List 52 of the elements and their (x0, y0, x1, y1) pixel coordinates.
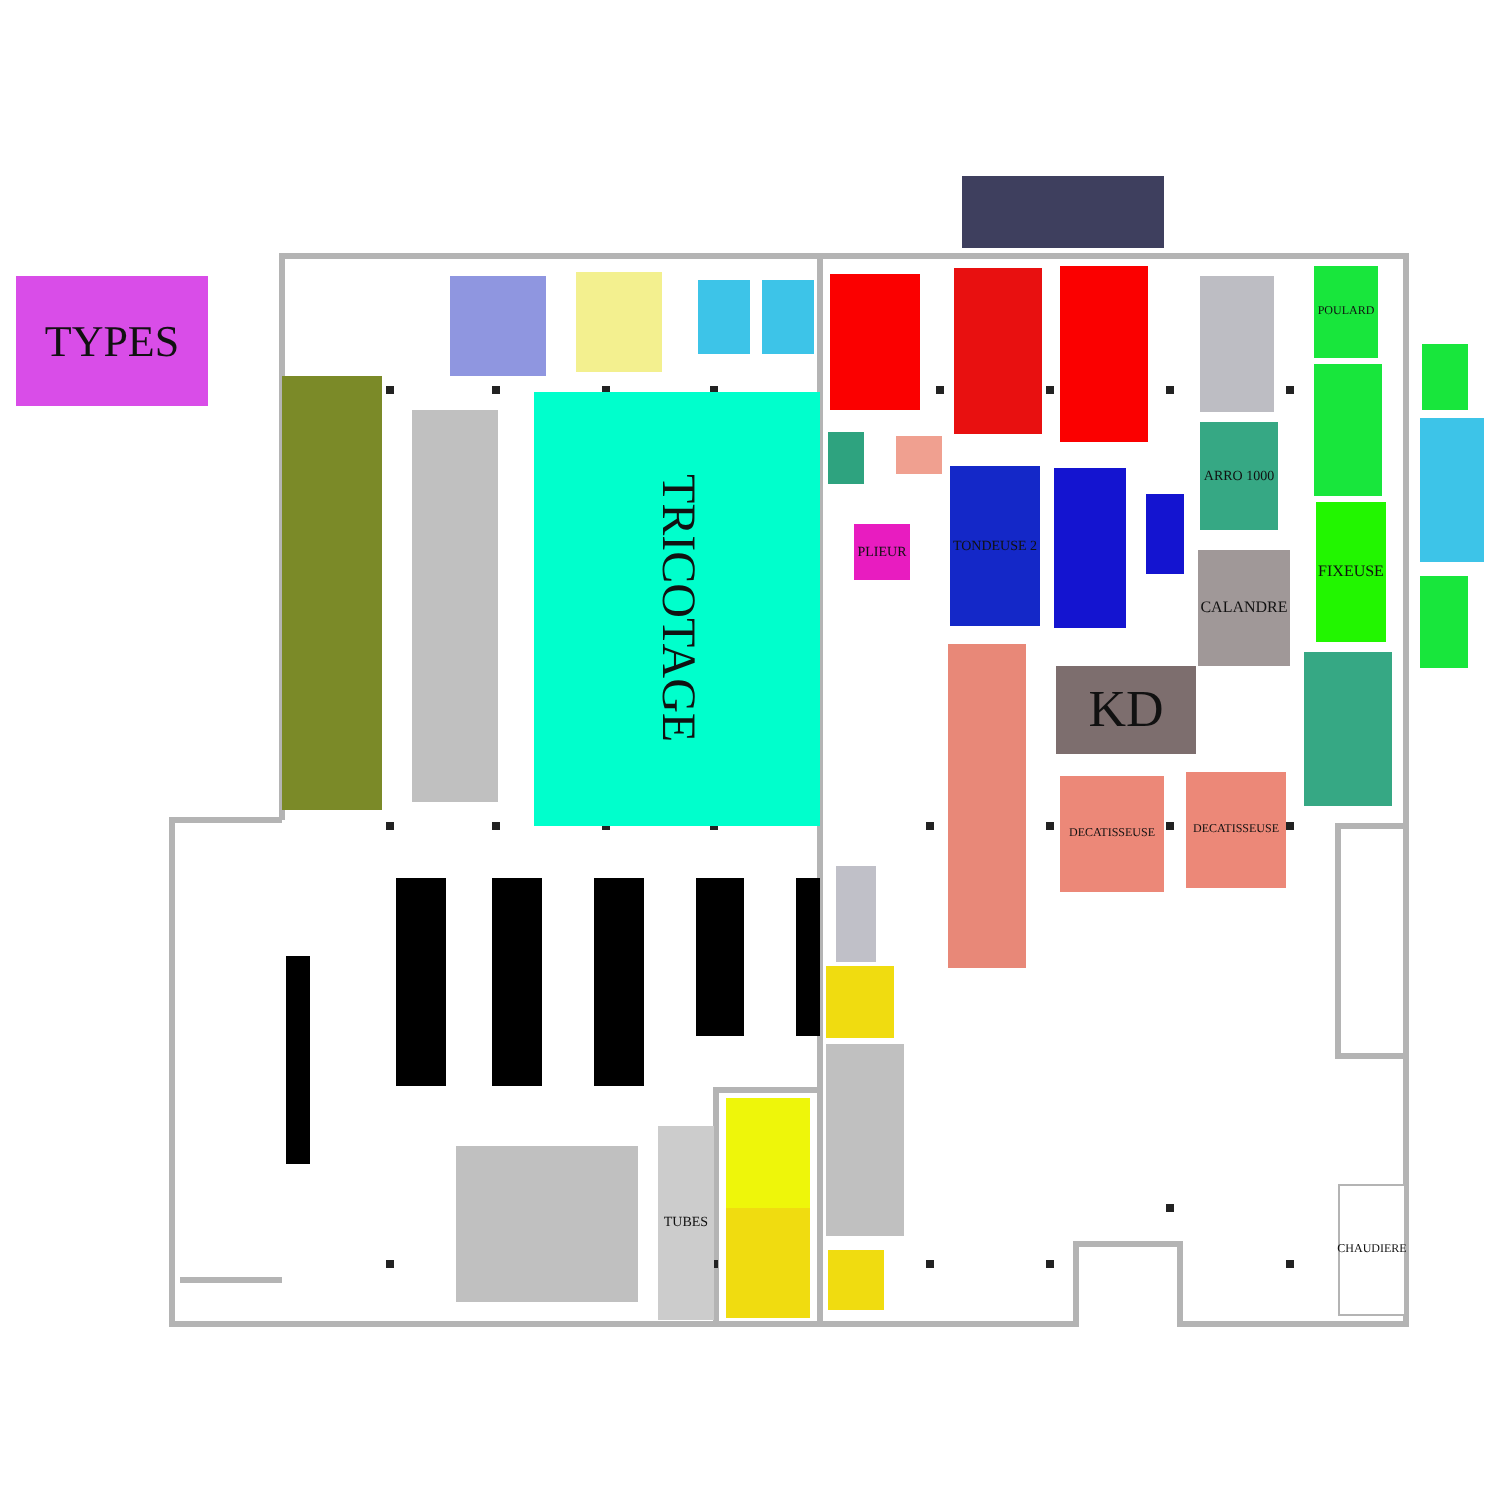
machine-block (726, 1208, 810, 1318)
machine-block (828, 1250, 884, 1310)
machine-block (1314, 364, 1382, 496)
machine-block (1056, 666, 1196, 754)
machine-block (828, 432, 864, 484)
machine-block (576, 272, 662, 372)
machine-label: KD (1088, 684, 1164, 736)
machine-block (1200, 422, 1278, 530)
machine-label: CALANDRE (1200, 600, 1288, 616)
machine-label: FIXEUSE (1318, 564, 1384, 580)
machine-block (450, 276, 546, 376)
machine-block (1316, 502, 1386, 642)
machine-bar (796, 878, 820, 1036)
machine-block (698, 280, 750, 354)
machine-block (1304, 652, 1392, 806)
machine-label: TRICOTAGE (653, 474, 701, 744)
machine-block (950, 466, 1040, 626)
machine-block (826, 1044, 904, 1236)
types-label (16, 276, 208, 406)
machine-block (282, 376, 382, 810)
machine-block (1054, 468, 1126, 628)
machine-block (1060, 266, 1148, 442)
machine-bar (696, 878, 744, 1036)
machine-block (762, 280, 814, 354)
machine-block (726, 1098, 810, 1208)
machine-block (948, 644, 1026, 968)
knitting-area (534, 392, 820, 826)
machine-block (896, 436, 942, 474)
machine-block (962, 176, 1164, 248)
machine-block (456, 1146, 638, 1302)
machine-block (1146, 494, 1184, 574)
machine-label: TYPES (44, 319, 180, 363)
machine-block (1186, 772, 1286, 888)
machine-block (854, 524, 910, 580)
machine-block (1422, 344, 1468, 410)
machine-block (826, 966, 894, 1038)
machine-bar (396, 878, 446, 1086)
machine-block (1200, 276, 1274, 412)
machine-block (836, 866, 876, 962)
machine-bar (594, 878, 644, 1086)
machine-block (412, 410, 498, 802)
machine-block (954, 268, 1042, 434)
machine-bar (492, 878, 542, 1086)
machine-block (1060, 776, 1164, 892)
machine-block (830, 274, 920, 410)
boiler-room (1338, 1184, 1406, 1316)
machine-block (1420, 576, 1468, 668)
machine-block (1314, 266, 1378, 358)
machine-block (1198, 550, 1290, 666)
machine-block (658, 1126, 714, 1320)
machine-bar (286, 956, 310, 1164)
machine-block (1420, 418, 1484, 562)
